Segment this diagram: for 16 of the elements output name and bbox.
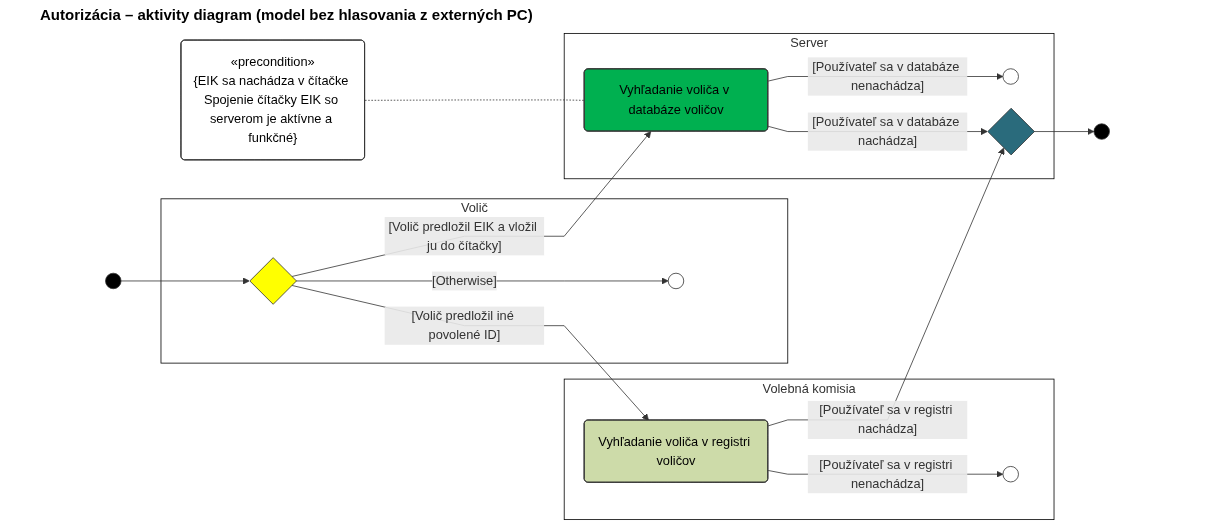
node-circle [105,272,122,290]
edge-label: [Otherwise] [432,273,497,288]
node-circle [1002,466,1019,483]
edge-label: [Používateľ sa v registri nenachádza] [819,457,953,491]
edge-label: [Volič predložil EIK a vložil ju do čítačky] [388,219,537,253]
node-diamond [249,257,297,305]
diagram-title: Autorizácia – aktivity diagram (model bez hlasovania z externých PC) [40,6,534,23]
node-circle [667,272,685,290]
connector [364,99,585,101]
edge-label: [Používateľ sa v databáze nachádza] [812,114,960,148]
node-diamond [987,107,1035,156]
edge-label: [Používateľ sa v databáze nenachádza] [812,59,960,93]
edge-label: [Používateľ sa v registri nachádza] [819,403,953,436]
edge-label: [Volič predložil iné povolené ID] [411,308,514,342]
node-circle [1002,68,1019,85]
node-circle [1093,123,1110,140]
